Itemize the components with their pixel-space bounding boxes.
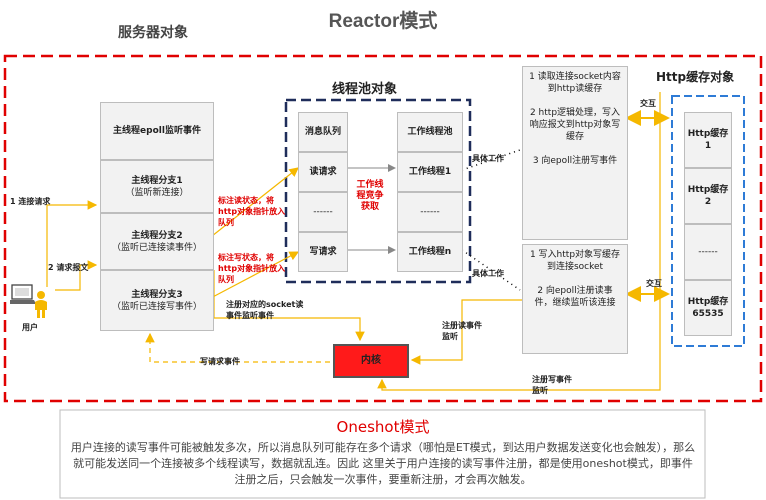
page-title: Reactor模式 <box>328 11 438 32</box>
branch-2: 主线程分支2 （监听已连接读事件） <box>100 213 214 270</box>
reg-write-label: 注册写事件 监听 <box>532 375 572 395</box>
compete-label: 工作线程竞争获取 <box>356 180 384 212</box>
reg-socket-label: 注册对应的socket读 事件监听事件 <box>226 300 304 320</box>
task-write-box: 1 写入http对象写缓存到连接socket 2 向epoll注册读事件，继续监… <box>522 244 628 354</box>
write-flag-arrow <box>206 251 300 301</box>
read-flag-arrow <box>206 167 299 241</box>
server-label: 服务器对象 <box>118 25 188 41</box>
worker-n: 工作线程n <box>397 232 463 272</box>
oneshot-title: Oneshot模式 <box>336 418 430 436</box>
server-frame <box>3 54 763 403</box>
interact-label-2: 交互 <box>646 279 662 288</box>
queue-read: 读请求 <box>298 152 348 192</box>
connect-arrow <box>46 200 98 287</box>
queue-header: 消息队列 <box>298 112 348 152</box>
cache-frame <box>671 95 745 347</box>
workers-header: 工作线程池 <box>397 112 463 152</box>
write-event-label: 写请求事件 <box>200 357 240 366</box>
reg-read-label: 注册读事件 监听 <box>442 321 482 341</box>
work-label-1: 具体工作 <box>472 154 504 163</box>
cache-2: Http缓存2 <box>684 168 732 224</box>
workers-dots: ------ <box>397 192 463 232</box>
user-label: 用户 <box>22 323 38 332</box>
connect-label: 1 连接请求 <box>10 197 51 206</box>
read-flag-label: 标注读状态，将http对象指针放入队列 <box>218 196 286 227</box>
kernel-box: 内核 <box>333 344 409 378</box>
worker-1: 工作线程1 <box>397 152 463 192</box>
queue-dots: ------ <box>298 192 348 232</box>
branch-1: 主线程分支1 （监听新连接） <box>100 160 214 213</box>
branch-2-title: 主线程分支2 <box>131 230 183 241</box>
branch-1-sub: （监听新连接） <box>125 187 189 198</box>
cache-1: Http缓存1 <box>684 112 732 168</box>
task-read-box: 1 读取连接socket内容到http读缓存 2 http逻辑处理，写入响应报文… <box>522 66 628 240</box>
branch-2-sub: （监听已连接读事件） <box>111 242 202 253</box>
cache-dots: ------ <box>684 224 732 280</box>
work-label-2: 具体工作 <box>472 269 504 278</box>
oneshot-text: 用户连接的读写事件可能被触发多次，所以消息队列可能存在多个请求（哪怕是ET模式，… <box>70 441 696 486</box>
branch-3-sub: （监听已连接写事件） <box>111 301 202 312</box>
branch-3: 主线程分支3 （监听已连接写事件） <box>100 270 214 331</box>
request-arrow <box>55 260 98 291</box>
main-thread-header: 主线程epoll监听事件 <box>100 102 214 160</box>
threadpool-label: 线程池对象 <box>332 82 398 97</box>
queue-write: 写请求 <box>298 232 348 272</box>
cache-label: Http缓存对象 <box>656 70 735 84</box>
main-thread-header-text: 主线程epoll监听事件 <box>113 126 201 136</box>
interact-label-1: 交互 <box>640 99 656 108</box>
branch-3-title: 主线程分支3 <box>131 289 183 300</box>
threadpool-frame <box>284 98 472 284</box>
branch-1-title: 主线程分支1 <box>131 175 183 186</box>
user-icon <box>8 282 50 322</box>
write-flag-label: 标注写状态，将http对象指针放入队列 <box>218 253 286 284</box>
cache-n: Http缓存65535 <box>684 280 732 336</box>
request-label: 2 请求报文 <box>48 263 89 272</box>
